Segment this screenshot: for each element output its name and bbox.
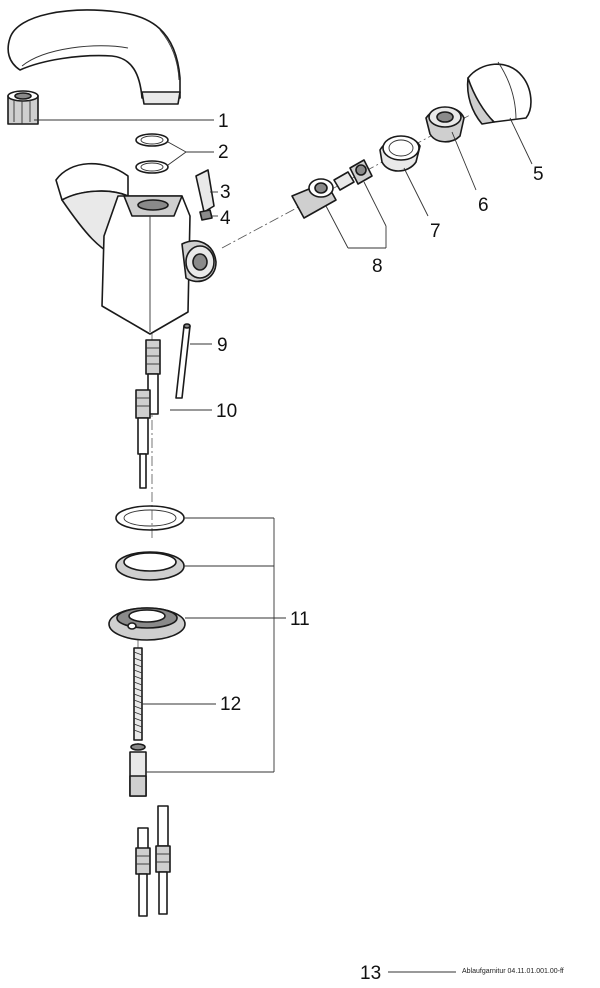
mixer-body-drawing: [55, 162, 217, 335]
part-label-5: 5: [533, 164, 544, 185]
lever-drawing: [195, 169, 215, 221]
part-label-10: 10: [216, 401, 238, 422]
part-label-9: 9: [217, 335, 228, 356]
spout-seal-rings-drawing: [135, 133, 169, 174]
aerator-drawing: [7, 90, 39, 125]
part-label-1: 1: [218, 111, 229, 132]
part-label-12: 12: [220, 694, 242, 715]
cartridge-drawing: [291, 159, 373, 219]
part-label-6: 6: [478, 195, 489, 216]
pull-rod-drawing: [175, 323, 191, 399]
part-label-2: 2: [218, 142, 229, 163]
part-label-7: 7: [430, 221, 441, 242]
mounting-plate-drawing: [108, 607, 186, 641]
mounting-ring-1-drawing: [115, 505, 185, 531]
connection-hose-drawing: [135, 339, 161, 489]
leader-lines: [34, 117, 533, 973]
threaded-rod-drawing: [129, 647, 147, 797]
drain-fitting-note: Ablaufgarnitur 04.11.01.001.00-ff: [462, 968, 564, 975]
part-label-11: 11: [290, 609, 310, 630]
cover-sleeve-drawing: [379, 135, 421, 172]
spout-drawing: [7, 9, 181, 105]
handle-adapter-drawing: [425, 106, 465, 143]
mounting-ring-2-drawing: [115, 551, 185, 581]
part-label-8: 8: [372, 256, 383, 277]
supply-hoses-drawing: [135, 805, 171, 917]
handle-drawing: [466, 61, 532, 125]
part-label-3: 3: [220, 182, 231, 203]
part-label-13: 13: [360, 963, 382, 984]
part-label-4: 4: [220, 208, 231, 229]
